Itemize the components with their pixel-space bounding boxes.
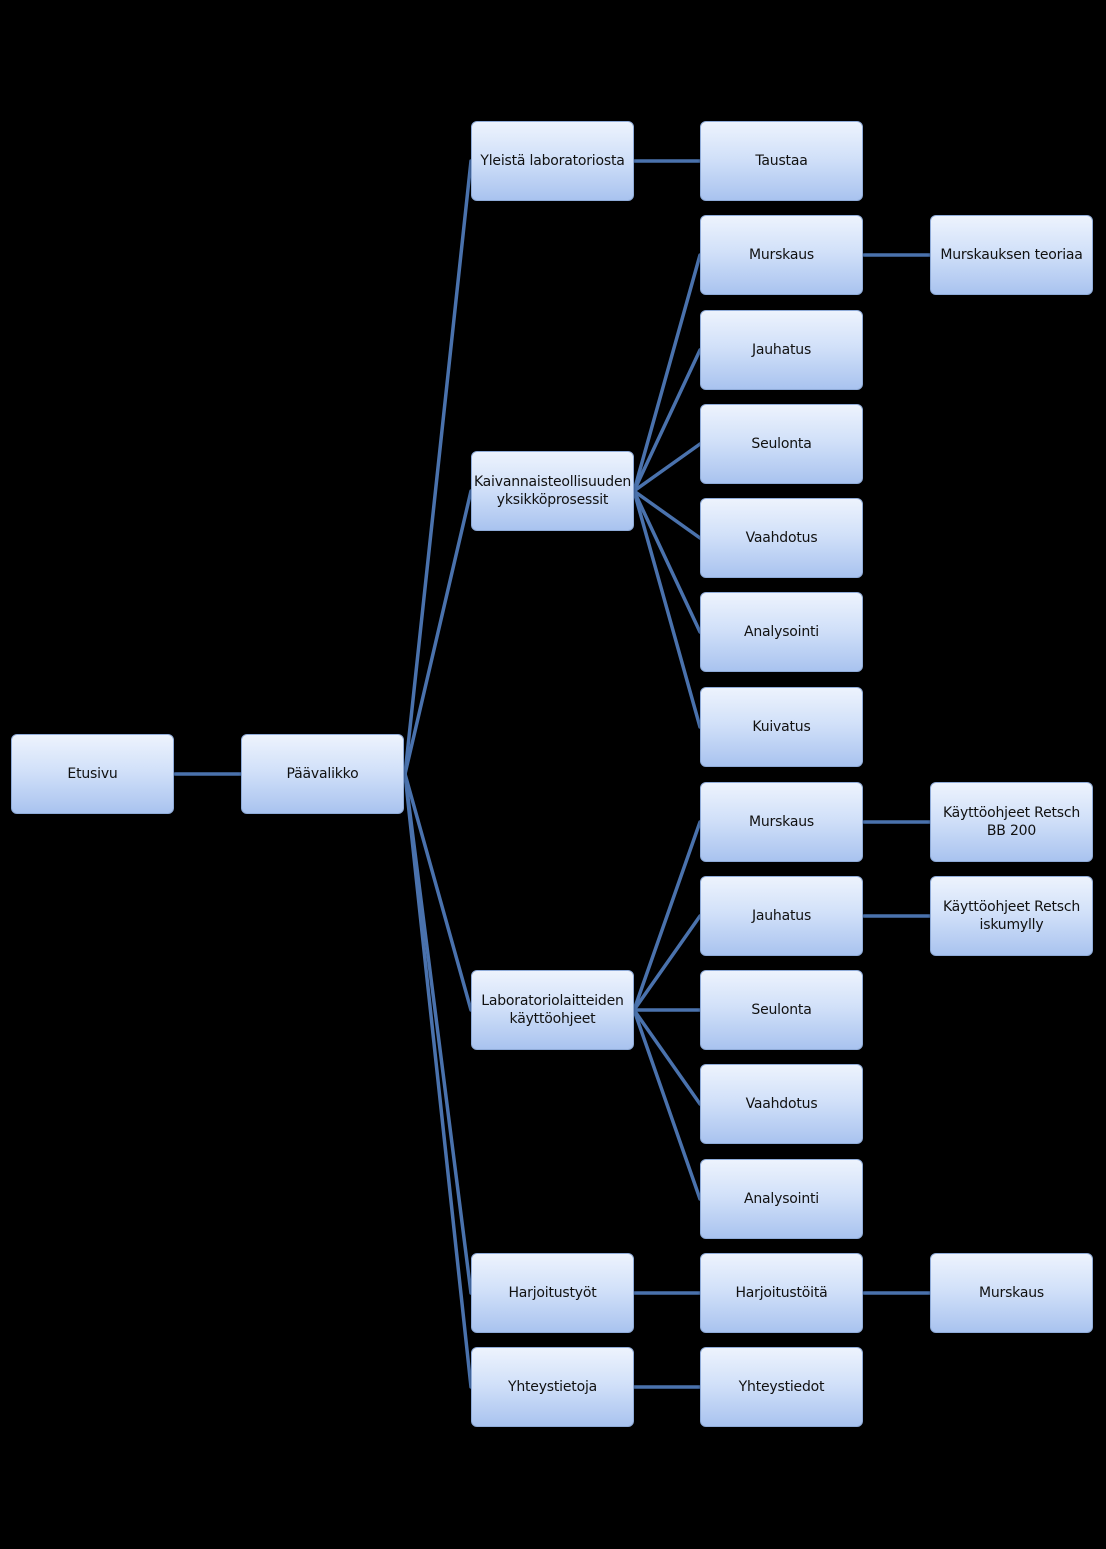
node-kaivannais-kuivatus[interactable]: Kuivatus (700, 687, 863, 767)
node-label: Kuivatus (752, 719, 811, 735)
node-label: Analysointi (743, 624, 819, 640)
node-yhteystietoja[interactable]: Yhteystietoja (471, 1347, 634, 1427)
node-kayttoohjeet-retsch-bb200[interactable]: Käyttöohjeet Retsch BB 200 (930, 782, 1093, 862)
node-harjoitus-murskaus[interactable]: Murskaus (930, 1253, 1093, 1333)
node-yleista-laboratoriosta[interactable]: Yleistä laboratoriosta (471, 121, 634, 201)
node-laitteet-jauhatus[interactable]: Jauhatus (700, 876, 863, 956)
node-label: Käyttöohjeet Retsch BB 200 (942, 805, 1081, 839)
link-kaivannais-murskaus (632, 253, 702, 493)
link-kaivannais-kuivatus (632, 489, 702, 729)
node-paavalikko[interactable]: Päävalikko (241, 734, 404, 814)
node-label: Murskaus (978, 1285, 1044, 1301)
node-label: Seulonta (751, 1002, 812, 1018)
node-laboratoriolaitteiden-kayttoohjeet[interactable]: Laboratoriolaitteiden käyttöohjeet (471, 970, 634, 1050)
node-label: Laboratoriolaitteiden käyttöohjeet (481, 993, 624, 1027)
node-label: Harjoitustyöt (508, 1285, 597, 1301)
node-label: Taustaa (755, 153, 808, 169)
node-kaivannais-murskaus[interactable]: Murskaus (700, 215, 863, 295)
node-kaivannaisteollisuuden-yksikkoprosessit[interactable]: Kaivannaisteollisuuden yksikköprosessit (471, 451, 634, 531)
link-laitteet-murskaus (632, 820, 702, 1012)
node-label: Analysointi (743, 1191, 819, 1207)
node-kaivannais-vaahdotus[interactable]: Vaahdotus (700, 498, 863, 578)
link-paavalikko-yleista (403, 159, 473, 776)
node-label: Jauhatus (751, 342, 812, 358)
node-laitteet-analysointi[interactable]: Analysointi (700, 1159, 863, 1239)
node-label: Murskauksen teoriaa (940, 247, 1083, 263)
node-label: Etusivu (67, 766, 118, 782)
node-kaivannais-seulonta[interactable]: Seulonta (700, 404, 863, 484)
node-label: Kaivannaisteollisuuden yksikköprosessit (473, 474, 632, 508)
node-laitteet-seulonta[interactable]: Seulonta (700, 970, 863, 1050)
node-label: Yhteystietoja (507, 1379, 598, 1395)
node-label: Murskaus (748, 814, 814, 830)
node-taustaa[interactable]: Taustaa (700, 121, 863, 201)
link-paavalikko-yhteystietoja (403, 772, 473, 1389)
link-laitteet-jauhatus (632, 914, 702, 1012)
link-kaivannais-jauhatus (632, 348, 702, 493)
node-label: Yleistä laboratoriosta (480, 153, 625, 169)
node-label: Yhteystiedot (738, 1379, 825, 1395)
node-harjoitustyot[interactable]: Harjoitustyöt (471, 1253, 634, 1333)
node-etusivu[interactable]: Etusivu (11, 734, 174, 814)
link-laitteet-vaahdotus (632, 1008, 702, 1106)
link-kaivannais-seulonta (632, 442, 702, 493)
node-kaivannais-analysointi[interactable]: Analysointi (700, 592, 863, 672)
node-label: Vaahdotus (745, 530, 818, 546)
node-label: Seulonta (751, 436, 812, 452)
node-label: Käyttöohjeet Retsch iskumylly (942, 899, 1081, 933)
node-laitteet-murskaus[interactable]: Murskaus (700, 782, 863, 862)
node-label: Harjoitustöitä (735, 1285, 828, 1301)
node-murskauksen-teoriaa[interactable]: Murskauksen teoriaa (930, 215, 1093, 295)
node-label: Päävalikko (286, 766, 359, 782)
node-yhteystiedot[interactable]: Yhteystiedot (700, 1347, 863, 1427)
link-laitteet-analysointi (632, 1008, 702, 1201)
node-laitteet-vaahdotus[interactable]: Vaahdotus (700, 1064, 863, 1144)
link-paavalikko-kaivannais (403, 489, 473, 776)
node-harjoitustoita[interactable]: Harjoitustöitä (700, 1253, 863, 1333)
link-paavalikko-laitteet (403, 772, 473, 1012)
node-kayttoohjeet-retsch-iskumylly[interactable]: Käyttöohjeet Retsch iskumylly (930, 876, 1093, 956)
link-kaivannais-analysointi (632, 489, 702, 634)
node-kaivannais-jauhatus[interactable]: Jauhatus (700, 310, 863, 390)
node-label: Vaahdotus (745, 1096, 818, 1112)
node-label: Murskaus (748, 247, 814, 263)
link-kaivannais-vaahdotus (632, 489, 702, 540)
node-label: Jauhatus (751, 908, 812, 924)
